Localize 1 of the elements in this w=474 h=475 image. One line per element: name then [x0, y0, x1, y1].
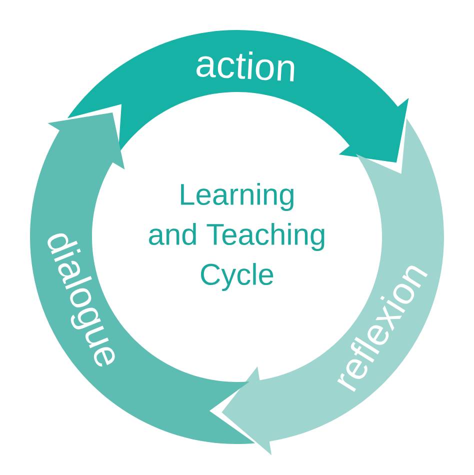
cycle-segment: action — [67, 30, 409, 163]
